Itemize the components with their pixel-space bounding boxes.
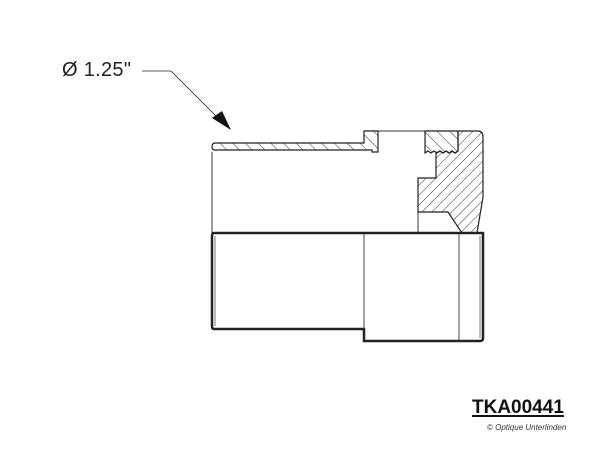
copyright-text: © Optique Unterlinden <box>487 423 567 432</box>
lower-body-outline <box>210 231 485 343</box>
top-wall-section <box>211 130 379 153</box>
part-number: TKA00441 <box>472 397 564 418</box>
dimension-leader <box>142 70 231 130</box>
diameter-dimension-label: Ø 1.25" <box>62 59 132 81</box>
thread-section <box>424 130 459 155</box>
